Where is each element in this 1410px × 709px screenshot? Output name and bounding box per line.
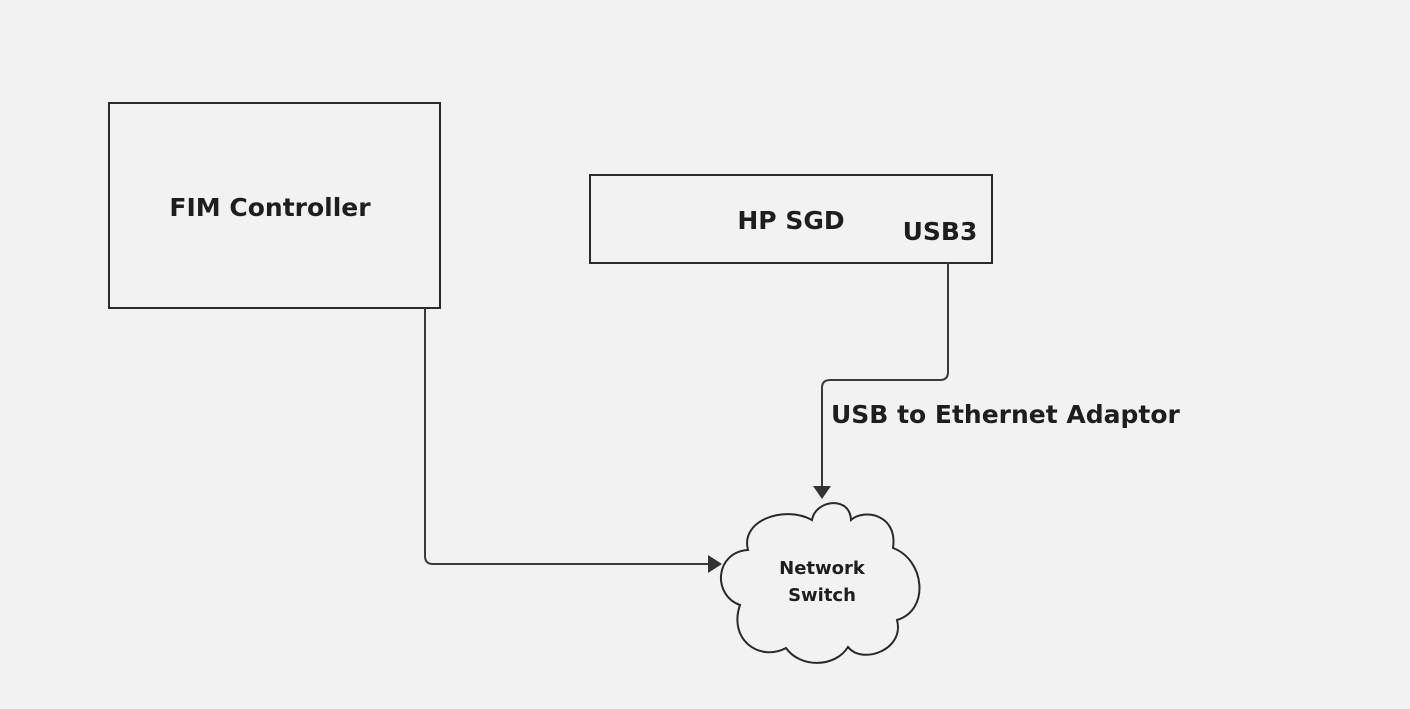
fim-controller-box	[108, 102, 441, 309]
edge-sgd-to-switch[interactable]: USB to Ethernet Adaptor	[813, 263, 1181, 499]
sgd-to-switch-arrowhead	[813, 486, 831, 499]
hp-sgd-node[interactable]: HP SGD USB3	[589, 174, 993, 264]
sgd-to-switch-line	[821, 263, 949, 488]
fim-controller-label: FIM Controller	[169, 193, 371, 222]
fim-controller-node[interactable]: FIM Controller	[108, 102, 441, 309]
network-switch-label-line1: Network	[779, 558, 866, 579]
network-switch-cloud-icon	[719, 502, 921, 664]
network-switch-label-line2: Switch	[788, 585, 856, 606]
hp-sgd-box	[589, 174, 993, 264]
usb3-port-label: USB3	[903, 217, 978, 246]
usb-to-ethernet-adaptor-label: USB to Ethernet Adaptor	[831, 400, 1181, 429]
fim-to-switch-arrowhead	[708, 555, 722, 573]
edge-fim-to-switch[interactable]	[424, 308, 722, 573]
fim-to-switch-line	[424, 308, 710, 565]
hp-sgd-label: HP SGD	[737, 206, 844, 235]
network-switch-node[interactable]: Network Switch	[719, 502, 921, 664]
